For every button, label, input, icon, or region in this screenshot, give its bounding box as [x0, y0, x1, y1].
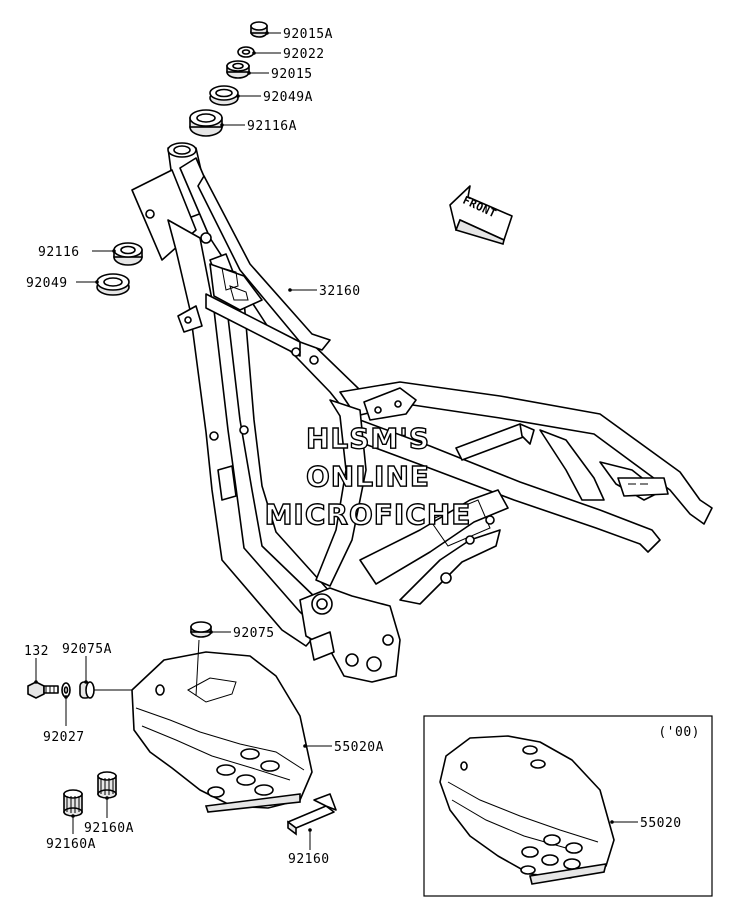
lower-bearing — [113, 242, 143, 266]
watermark-line-3: MICROFICHE — [265, 498, 472, 531]
label-92075A: 92075A — [62, 642, 112, 657]
bolt-collar — [79, 681, 95, 699]
watermark-line-1: HLSM'S — [306, 422, 430, 455]
leader-lines — [34, 31, 638, 850]
label-92075: 92075 — [233, 626, 275, 641]
label-92160A-right: 92160A — [84, 821, 134, 836]
variant-box: ('00) — [423, 715, 713, 897]
skid-plate-55020A — [131, 651, 313, 813]
steering-stem-stack — [96, 21, 268, 296]
main-frame — [131, 142, 713, 683]
label-92015: 92015 — [271, 67, 313, 82]
label-132: 132 — [24, 644, 49, 659]
watermark-line-2: ONLINE — [306, 460, 430, 493]
label-92116: 92116 — [38, 245, 80, 260]
front-direction-arrow: FRONT — [449, 185, 513, 246]
label-92022: 92022 — [283, 47, 325, 62]
label-92160: 92160 — [288, 852, 330, 867]
label-92027: 92027 — [43, 730, 85, 745]
label-92116A: 92116A — [247, 119, 297, 134]
skid-plate-hardware — [27, 621, 337, 836]
stem-nut — [250, 21, 268, 38]
rubber-spacer-2 — [97, 771, 117, 799]
bolt-washer — [61, 682, 71, 698]
label-92015A-top: 92015A — [283, 27, 333, 42]
label-92049: 92049 — [26, 276, 68, 291]
stem-washer — [237, 46, 255, 58]
label-55020A: 55020A — [334, 740, 384, 755]
skid-plate-bolt — [27, 681, 59, 699]
skid-plate-55020 — [439, 735, 615, 885]
label-32160: 32160 — [319, 284, 361, 299]
stem-locknut — [226, 60, 250, 79]
stem-seal — [209, 85, 239, 106]
rubber-spacer-1 — [63, 789, 83, 817]
label-92160A-left: 92160A — [46, 837, 96, 852]
label-55020: 55020 — [640, 816, 682, 831]
part-labels: 92015A 92022 92015 92049A 92116A 92116 9… — [24, 27, 682, 867]
skid-plate-bracket — [287, 793, 337, 836]
variant-note: ('00) — [658, 725, 700, 740]
upper-bearing — [189, 109, 223, 137]
watermark: HLSM'S ONLINE MICROFICHE — [264, 421, 472, 531]
label-92049A: 92049A — [263, 90, 313, 105]
rubber-cap — [190, 621, 212, 638]
lower-seal — [96, 273, 130, 296]
